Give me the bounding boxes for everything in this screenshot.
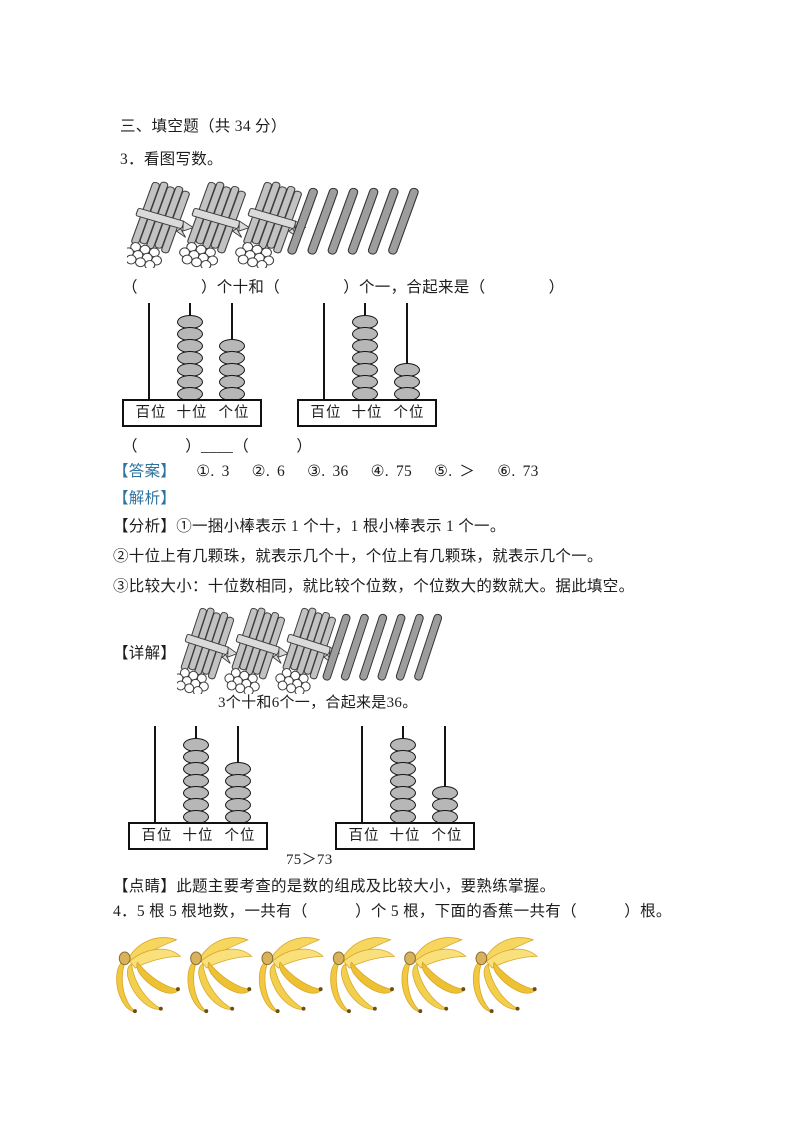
single-stick	[367, 187, 399, 255]
place-label: 百位	[310, 405, 342, 421]
single-stick	[359, 613, 388, 681]
place-label: 个位	[218, 405, 250, 421]
answer-value: 75	[395, 463, 413, 480]
abacus-rod	[323, 303, 325, 399]
question-3-text: 看图写数。	[143, 151, 223, 168]
abacus-question-left: 百位十位个位	[122, 303, 262, 427]
single-stick	[287, 187, 318, 255]
abacus-answer-right: 百位十位个位	[335, 726, 475, 850]
abacus-place-box: 百位十位个位	[122, 399, 262, 427]
abacus-question-right: 百位十位个位	[297, 303, 437, 427]
stick-bundle	[127, 181, 195, 268]
abacus-rod	[148, 303, 150, 399]
detail-label: 【详解】	[113, 645, 177, 662]
stick-bundle	[177, 607, 239, 694]
stick-bundle	[179, 181, 251, 268]
answer-label: 【答案】	[113, 463, 177, 480]
answer-value: 3	[221, 463, 230, 480]
abacus-answer-left: 百位十位个位	[128, 726, 268, 850]
abacus-bead-column	[394, 363, 420, 401]
answer-num: ⑤.	[434, 463, 453, 480]
abacus-bead-column	[352, 315, 378, 401]
question-3-number: 3．	[120, 151, 144, 168]
stick-bundle	[224, 607, 290, 694]
single-stick	[414, 613, 443, 681]
answer-item: ⑤. ＞	[434, 462, 475, 481]
answer-item: ③. 36	[307, 462, 348, 481]
abacus-pair-answer: 百位十位个位 百位十位个位	[128, 726, 608, 850]
abacus-rod	[361, 726, 363, 822]
stick-bundle	[235, 181, 307, 268]
abacus-rod	[154, 726, 156, 822]
bananas-figure	[116, 937, 539, 1014]
stick-bundle	[275, 607, 341, 694]
place-label: 十位	[182, 828, 214, 844]
sticks-figure-answer	[177, 607, 443, 694]
place-label: 百位	[141, 828, 173, 844]
compare-result: 75＞73	[286, 852, 333, 868]
single-stick	[340, 613, 369, 681]
analysis-label: 【解析】	[113, 490, 177, 507]
single-stick	[377, 613, 406, 681]
answer-num: ③.	[307, 463, 326, 480]
single-stick	[322, 613, 351, 681]
single-stick	[347, 187, 379, 255]
answer-value: 6	[277, 463, 286, 480]
answer-num: ②.	[251, 463, 271, 480]
banana-bunch	[116, 937, 182, 1014]
question-3-title: 3．看图写数。	[120, 150, 223, 169]
place-label: 百位	[348, 828, 380, 844]
analysis-line-3: ③比较大小：十位数相同，就比较个位数，个位数大的数就大。据此填空。	[113, 578, 635, 595]
abacus-bead-column	[225, 762, 251, 824]
analysis-line-1: 【分析】①一捆小棒表示 1 个十，1 根小棒表示 1 个一。	[113, 518, 506, 535]
answer-value: ＞	[459, 463, 476, 480]
abacus-bead-column	[219, 339, 245, 401]
abacus-rod	[444, 726, 446, 822]
answer-item: ④. 75	[371, 462, 412, 481]
banana-bunch	[187, 937, 253, 1014]
answer-item: ⑥. 73	[497, 462, 538, 481]
abacus-bead-column	[390, 738, 416, 824]
place-label: 个位	[431, 828, 463, 844]
place-label: 十位	[351, 405, 383, 421]
answer-num: ④.	[370, 463, 389, 480]
banana-bunch	[330, 937, 396, 1014]
place-label: 十位	[176, 405, 208, 421]
answer-num: ⑥.	[497, 463, 516, 480]
q3-compare-line: （ ）____（ ）	[122, 438, 313, 455]
abacus-bead-column	[183, 738, 209, 824]
banana-bunch	[401, 937, 467, 1014]
place-label: 百位	[135, 405, 167, 421]
abacus-rod	[406, 303, 408, 399]
answer-line: 【答案】 ①. 3 ②. 6 ③. 36 ④. 75 ⑤. ＞ ⑥. 73	[113, 462, 561, 481]
banana-bunch	[472, 937, 539, 1014]
abacus-place-box: 百位十位个位	[297, 399, 437, 427]
answer-item: ①. 3	[196, 462, 229, 481]
analysis-line-2: ②十位上有几颗珠，就表示几个十，个位上有几颗珠，就表示几个一。	[113, 548, 603, 565]
single-stick	[395, 613, 424, 681]
single-stick	[307, 187, 339, 255]
answer-item: ②. 6	[252, 462, 285, 481]
place-label: 个位	[393, 405, 425, 421]
note-line: 【点睛】此题主要考查的是数的组成及比较大小，要熟练掌握。	[113, 878, 556, 895]
abacus-bead-column	[177, 315, 203, 401]
single-stick	[327, 187, 359, 255]
answer-value: 36	[332, 463, 349, 480]
place-label: 十位	[389, 828, 421, 844]
answer-num: ①.	[196, 463, 215, 480]
place-label: 个位	[224, 828, 256, 844]
abacus-place-box: 百位十位个位	[335, 822, 475, 850]
abacus-bead-column	[432, 786, 458, 824]
abacus-place-box: 百位十位个位	[128, 822, 268, 850]
section-header: 三、填空题（共 34 分）	[120, 118, 287, 135]
abacus-pair-question: 百位十位个位 百位十位个位	[122, 303, 562, 427]
single-stick	[388, 187, 419, 255]
question-4-line: 4．5 根 5 根地数，一共有（ ）个 5 根，下面的香蕉一共有（ ）根。	[113, 903, 672, 920]
sticks-figure-question	[127, 181, 419, 268]
detail-caption: 3个十和6个一，合起来是36。	[218, 695, 418, 711]
q3-fill-line: （ ）个十和（ ）个一，合起来是（ ）	[122, 279, 565, 296]
banana-bunch	[258, 937, 325, 1014]
answer-value: 73	[522, 463, 539, 480]
